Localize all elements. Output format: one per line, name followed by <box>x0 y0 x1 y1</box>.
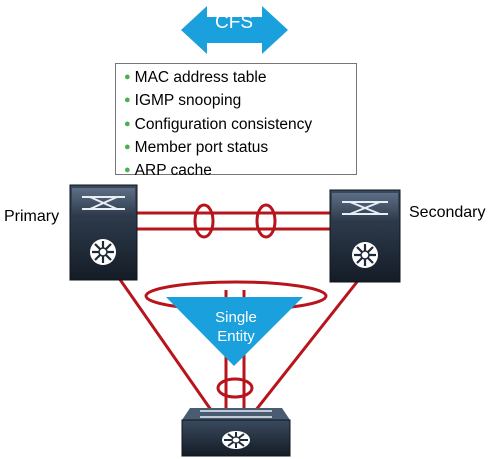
feature-list: ●MAC address table ●IGMP snooping ●Confi… <box>124 67 356 183</box>
feature-item: ●ARP cache <box>124 162 212 180</box>
feature-item: ●IGMP snooping <box>124 92 242 110</box>
feature-item: ●MAC address table <box>124 69 267 86</box>
secondary-switch-icon <box>352 242 378 268</box>
feature-item: ●Member port status <box>124 138 269 156</box>
peer-link <box>137 203 330 239</box>
single-entity-line1: Single <box>215 309 257 326</box>
primary-switch <box>69 184 138 281</box>
secondary-label: Secondary <box>409 204 486 221</box>
primary-label: Primary <box>4 208 60 225</box>
cfs-label: CFS <box>215 12 253 33</box>
bullet-icon: ● <box>124 140 131 153</box>
access-switch <box>181 408 291 457</box>
bullet-icon: ● <box>124 94 131 107</box>
access-switch-icon <box>222 431 250 449</box>
cfs-double-arrow <box>181 6 288 54</box>
single-entity-label: Single Entity <box>196 308 276 346</box>
feature-item: ●Configuration consistency <box>124 115 313 133</box>
bullet-icon: ● <box>124 164 131 177</box>
single-entity-arrow <box>166 297 303 366</box>
bullet-icon: ● <box>124 117 131 130</box>
cfs-feature-box: ●MAC address table ●IGMP snooping ●Confi… <box>115 63 357 179</box>
primary-switch-icon <box>90 239 116 265</box>
bullet-icon: ● <box>124 71 131 83</box>
secondary-switch <box>329 189 401 283</box>
single-entity-line2: Entity <box>217 328 255 345</box>
